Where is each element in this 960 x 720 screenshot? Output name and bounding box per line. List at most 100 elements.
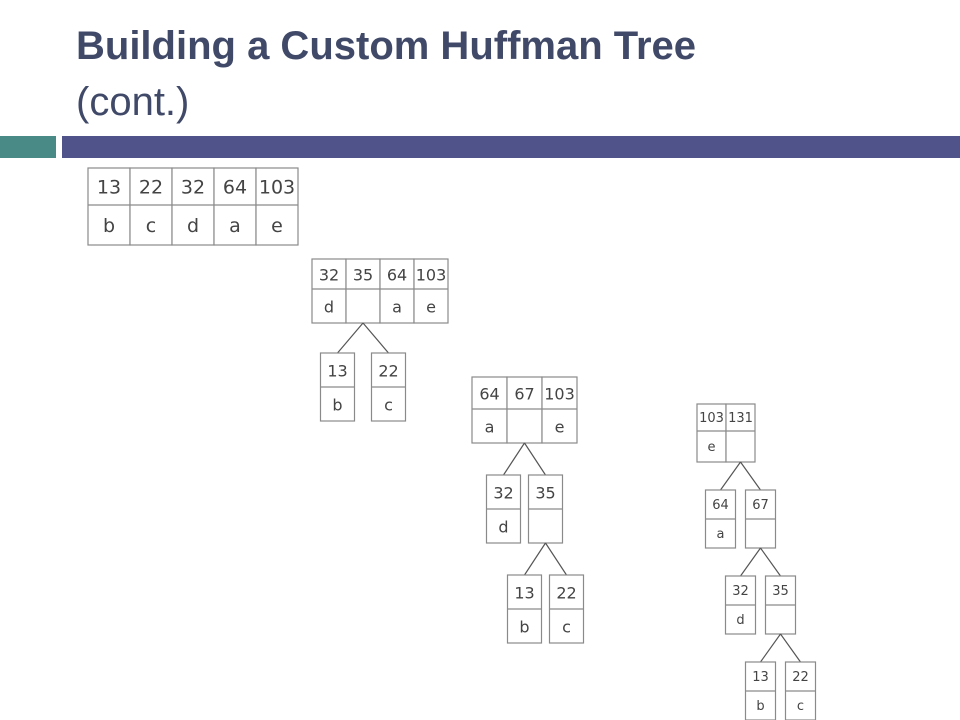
accent-bar-navy	[62, 136, 960, 158]
queue-cell-step-1-1: 22 c	[129, 167, 173, 246]
queue-cell-step-2-3: 103 e	[413, 258, 449, 324]
queue-cell-step-2-0-weight: 32	[319, 266, 339, 285]
tree-step-3-node-1-node-0: 13 b	[506, 574, 543, 644]
tree-step-4-node-1-node-1-edge-1	[780, 633, 801, 663]
queue-cell-step-2-3-border	[413, 258, 449, 324]
queue-cell-step-1-0-border	[87, 167, 131, 246]
tree-step-2-node-0-symbol: b	[332, 396, 342, 415]
tree-step-4-node-1: 67	[744, 489, 777, 549]
queue-cell-step-1-0: 13 b	[87, 167, 131, 246]
queue-cell-step-1-3-weight: 64	[223, 177, 247, 199]
queue-cell-step-3-2-weight: 103	[544, 385, 575, 404]
tree-step-4-node-1-node-0-symbol: d	[736, 613, 744, 628]
queue-cell-step-4-0-symbol: e	[708, 440, 716, 455]
tree-step-3-edge-0	[502, 442, 526, 476]
tree-step-4-node-0-symbol: a	[717, 527, 725, 542]
tree-step-4-node-1-node-1-node-0-symbol: b	[756, 699, 764, 714]
queue-cell-step-2-1-weight: 35	[353, 266, 373, 285]
tree-step-3-node-1: 35	[527, 474, 564, 544]
queue-cell-step-3-0-weight: 64	[479, 385, 499, 404]
tree-step-4-node-1-node-1-node-0-weight: 13	[752, 670, 769, 685]
queue-cell-step-1-4: 103 e	[255, 167, 299, 246]
tree-step-4-node-1-node-1-node-1-weight: 22	[792, 670, 809, 685]
slide-title: Building a Custom Huffman Tree (cont.)	[76, 18, 696, 130]
tree-step-4-node-1-node-1-weight: 35	[772, 584, 789, 599]
title-main: Building a Custom Huffman Tree	[76, 24, 697, 68]
tree-step-4-edge-1	[740, 461, 761, 491]
tree-step-4-node-1-edge-0	[740, 547, 761, 577]
queue-cell-step-2-3-weight: 103	[416, 266, 447, 285]
queue-cell-step-1-4-symbol: e	[271, 215, 283, 237]
queue-cell-step-3-0-symbol: a	[485, 418, 495, 437]
queue-step-4: 103 e 131 64 a 67 32 d 35 13 b 22 c	[696, 403, 817, 720]
tree-step-4-edge-0	[720, 461, 741, 491]
queue-cell-step-2-2-weight: 64	[387, 266, 407, 285]
queue-cell-step-4-1-border	[725, 403, 756, 463]
tree-step-4-node-1-node-1-node-1-symbol: c	[797, 699, 804, 714]
tree-step-3-node-1-edge-0	[523, 542, 547, 576]
queue-cell-step-3-1: 67	[506, 376, 543, 444]
accent-bar-teal	[0, 136, 56, 158]
queue-cell-step-1-2: 32 d	[171, 167, 215, 246]
queue-cell-step-1-3-symbol: a	[229, 215, 241, 237]
queue-cell-step-2-0-symbol: d	[324, 298, 334, 317]
queue-cell-step-3-2-symbol: e	[555, 418, 565, 437]
tree-step-3-edge-1	[523, 442, 547, 476]
tree-step-3-node-1-node-0-symbol: b	[519, 618, 529, 637]
queue-cell-step-1-1-symbol: c	[146, 215, 156, 237]
queue-cell-step-1-2-border	[171, 167, 215, 246]
queue-cell-step-2-2-symbol: a	[392, 298, 402, 317]
tree-step-3-node-1-weight: 35	[535, 484, 555, 503]
queue-cell-step-2-0-border	[311, 258, 347, 324]
queue-cell-step-1-2-weight: 32	[181, 177, 205, 199]
queue-cell-step-2-1: 35	[345, 258, 381, 324]
tree-step-4-node-1-node-1-node-1: 22 c	[784, 661, 817, 720]
queue-cell-step-1-0-symbol: b	[103, 215, 115, 237]
tree-step-4-node-1-node-0: 32 d	[724, 575, 757, 635]
tree-step-4-node-1-node-1-node-0: 13 b	[744, 661, 777, 720]
tree-step-4-node-1-node-0-weight: 32	[732, 584, 749, 599]
queue-cell-step-4-0-weight: 103	[699, 411, 724, 426]
tree-step-2-node-0-weight: 13	[327, 362, 347, 381]
queue-cell-step-3-0-border	[471, 376, 508, 444]
tree-step-4-node-0-weight: 64	[712, 498, 729, 513]
tree-step-4-node-1-weight: 67	[752, 498, 769, 513]
queue-cell-step-1-2-symbol: d	[187, 215, 199, 237]
queue-cell-step-2-2-border	[379, 258, 415, 324]
queue-cell-step-3-2-border	[541, 376, 578, 444]
queue-cell-step-4-0: 103 e	[696, 403, 727, 463]
tree-step-3-node-0-weight: 32	[493, 484, 513, 503]
tree-step-4-node-1-node-1: 35	[764, 575, 797, 635]
queue-cell-step-3-1-weight: 67	[514, 385, 534, 404]
tree-step-3-node-0-symbol: d	[498, 518, 508, 537]
tree-step-2-node-1-weight: 22	[378, 362, 398, 381]
queue-step-3: 64 a 67 103 e 32 d 35 13 b 22 c	[471, 376, 585, 644]
tree-step-3-node-1-edge-1	[544, 542, 568, 576]
tree-step-2-node-1-symbol: c	[384, 396, 393, 415]
queue-cell-step-1-4-weight: 103	[259, 177, 295, 199]
queue-cell-step-2-0: 32 d	[311, 258, 347, 324]
tree-step-2-node-0: 13 b	[319, 352, 356, 422]
tree-step-3-node-1-node-0-weight: 13	[514, 584, 534, 603]
queue-cell-step-1-4-border	[255, 167, 299, 246]
tree-step-4-node-0: 64 a	[704, 489, 737, 549]
tree-step-4-node-1-node-1-edge-0	[760, 633, 781, 663]
tree-step-2-edge-1	[362, 322, 389, 354]
tree-step-3-node-1-node-1-symbol: c	[562, 618, 571, 637]
tree-step-3-node-0: 32 d	[485, 474, 522, 544]
queue-cell-step-3-2: 103 e	[541, 376, 578, 444]
tree-step-4-node-1-edge-1	[760, 547, 781, 577]
queue-cell-step-1-0-weight: 13	[97, 177, 121, 199]
tree-step-3-node-1-node-1-weight: 22	[556, 584, 576, 603]
queue-cell-step-2-2: 64 a	[379, 258, 415, 324]
queue-step-1: 13 b 22 c 32 d 64 a 103 e	[87, 167, 299, 246]
queue-cell-step-1-3: 64 a	[213, 167, 257, 246]
queue-cell-step-4-1: 131	[725, 403, 756, 463]
queue-step-2: 32 d 35 64 a 103 e 13 b 22 c	[311, 258, 449, 422]
queue-cell-step-1-1-weight: 22	[139, 177, 163, 199]
tree-step-2-edge-0	[337, 322, 364, 354]
queue-cell-step-4-1-weight: 131	[728, 411, 753, 426]
queue-cell-step-2-3-symbol: e	[426, 298, 436, 317]
title-subtitle: (cont.)	[76, 80, 190, 124]
